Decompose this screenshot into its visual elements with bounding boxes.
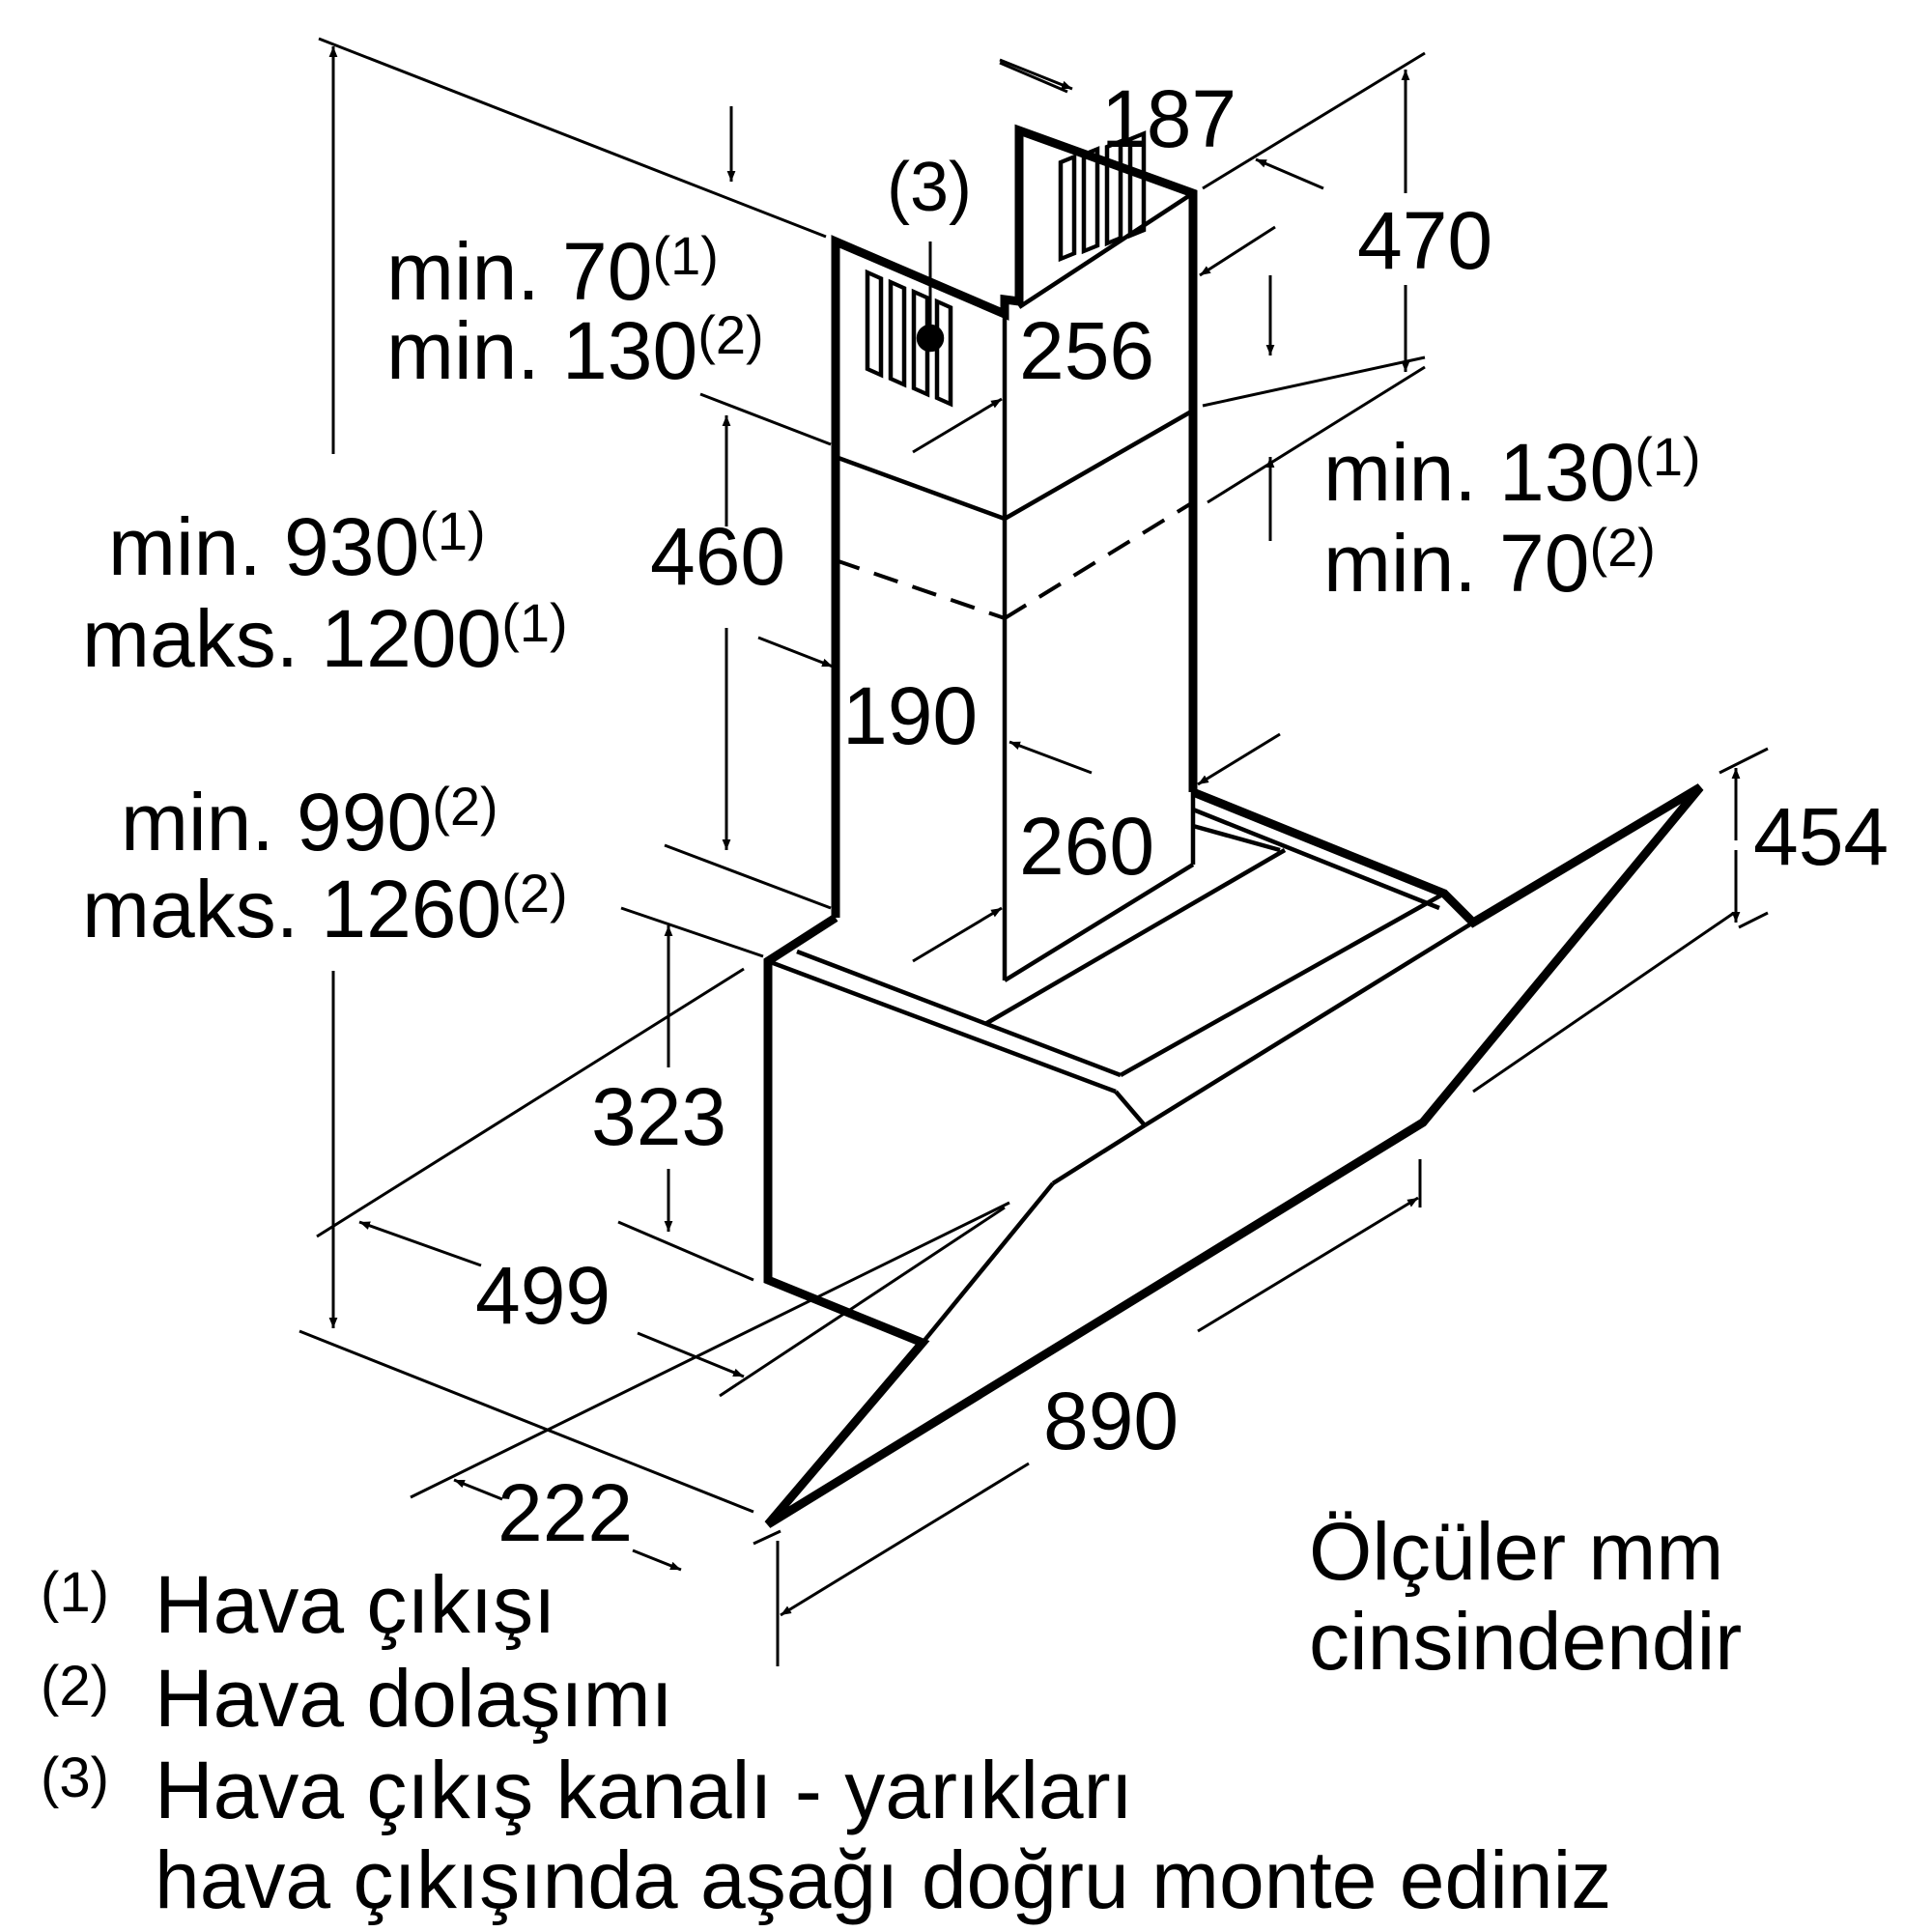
svg-text:cinsindendir: cinsindendir	[1309, 1596, 1742, 1687]
dim-190: 190	[842, 670, 978, 761]
air-outlet-slots	[865, 130, 1147, 408]
dim-222: 222	[497, 1467, 633, 1558]
dim-890: 890	[1043, 1376, 1179, 1466]
dim-454: 454	[1753, 791, 1889, 882]
callout-3: (3)	[887, 149, 972, 226]
dim-323: 323	[591, 1071, 726, 1162]
height-recirc-min: min. 990(2)	[121, 776, 498, 867]
legend-text-3-cont: hava çıkışında aşağı doğru monte ediniz	[155, 1834, 1611, 1925]
svg-text:Ölçüler mm: Ölçüler mm	[1309, 1506, 1723, 1597]
dim-256: 256	[1019, 305, 1154, 396]
dimension-labels: 187 470 256 460 190 260 454 323 499 890 …	[475, 73, 1889, 1558]
dim-460: 460	[650, 511, 785, 602]
clearance-top-left-1: min. 70(1)	[386, 225, 719, 317]
dimension-arrows	[328, 46, 1741, 1617]
units-note: Ölçüler mm cinsindendir	[1309, 1506, 1742, 1687]
upper-chimney	[831, 124, 1198, 449]
clearance-right-2: min. 70(2)	[1323, 517, 1656, 609]
dim-470: 470	[1357, 195, 1492, 286]
legend-text-1: Hava çıkışı	[155, 1559, 555, 1650]
hood-outline	[763, 124, 1704, 1528]
legend-num-2: (2)	[41, 1655, 109, 1718]
legend-text-2: Hava dolaşımı	[155, 1653, 673, 1744]
dim-187: 187	[1101, 73, 1236, 164]
height-outlet-max: maks. 1200(1)	[82, 592, 568, 684]
legend-num-1: (1)	[41, 1561, 109, 1624]
legend-text-3: Hava çıkış kanalı - yarıkları	[155, 1745, 1133, 1835]
legend: (1) Hava çıkışı (2) Hava dolaşımı (3) Ha…	[41, 1559, 1611, 1925]
clearance-labels: min. 70(1) min. 130(2) min. 130(1) min. …	[82, 225, 1701, 954]
clearance-top-left-2: min. 130(2)	[386, 304, 764, 396]
height-recirc-max: maks. 1260(2)	[82, 863, 568, 954]
canopy-body	[763, 783, 1704, 1528]
height-outlet-min: min. 930(1)	[108, 500, 486, 592]
dim-260: 260	[1019, 801, 1154, 892]
legend-num-3: (3)	[41, 1747, 109, 1809]
extension-lines	[298, 37, 1769, 1666]
dim-499: 499	[475, 1250, 611, 1341]
clearance-right-1: min. 130(1)	[1323, 426, 1701, 518]
